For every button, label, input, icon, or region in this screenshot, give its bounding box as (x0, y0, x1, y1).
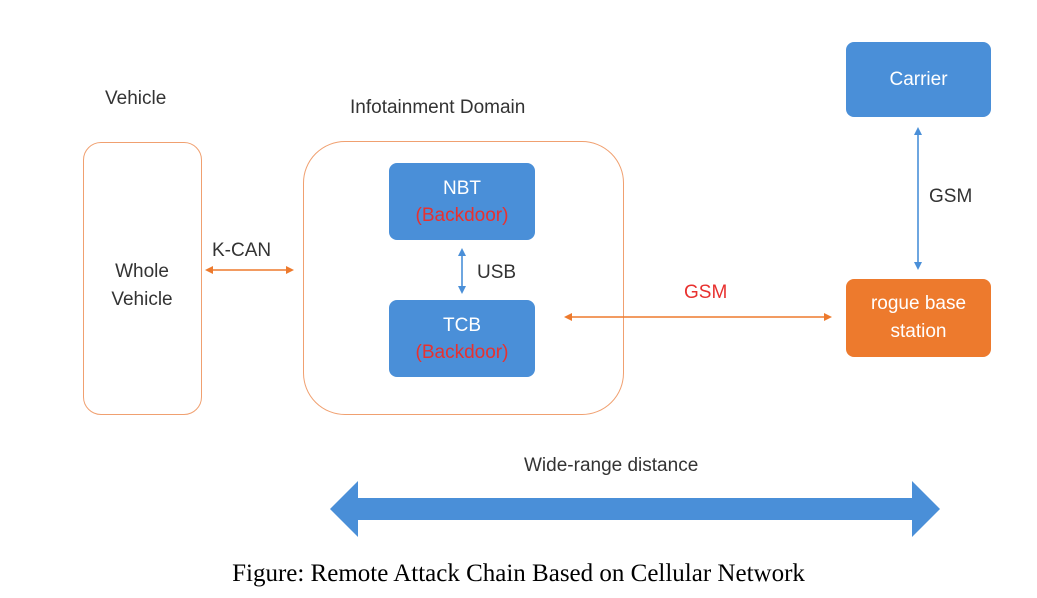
infotainment-domain-box (303, 141, 624, 415)
wide-range-distance-label: Wide-range distance (524, 455, 699, 476)
usb-label: USB (477, 262, 517, 283)
nbt-node: NBT (Backdoor) (389, 163, 535, 240)
nbt-title: NBT (443, 177, 481, 199)
wide-range-distance-arrow (330, 481, 940, 537)
infotainment-domain-label: Infotainment Domain (350, 97, 526, 118)
rogue-line1: rogue base (870, 293, 967, 314)
rogue-line2: station (890, 321, 947, 342)
carrier-label: Carrier (889, 69, 948, 90)
carrier-node: Carrier (846, 42, 991, 117)
k-can-label: K-CAN (212, 240, 272, 261)
whole-vehicle-line2: Vehicle (111, 289, 173, 310)
whole-vehicle-line1: Whole (115, 261, 169, 282)
tcb-backdoor-label: (Backdoor) (415, 341, 509, 363)
gsm-vertical-label: GSM (929, 186, 973, 207)
gsm-horizontal-label: GSM (684, 282, 728, 303)
tcb-title: TCB (443, 314, 481, 336)
vehicle-label: Vehicle (105, 88, 167, 109)
figure-caption: Figure: Remote Attack Chain Based on Cel… (232, 560, 805, 587)
whole-vehicle-box: Whole Vehicle (83, 142, 202, 415)
rogue-base-station-node: rogue base station (846, 279, 991, 357)
tcb-node: TCB (Backdoor) (389, 300, 535, 377)
nbt-backdoor-label: (Backdoor) (415, 204, 509, 226)
